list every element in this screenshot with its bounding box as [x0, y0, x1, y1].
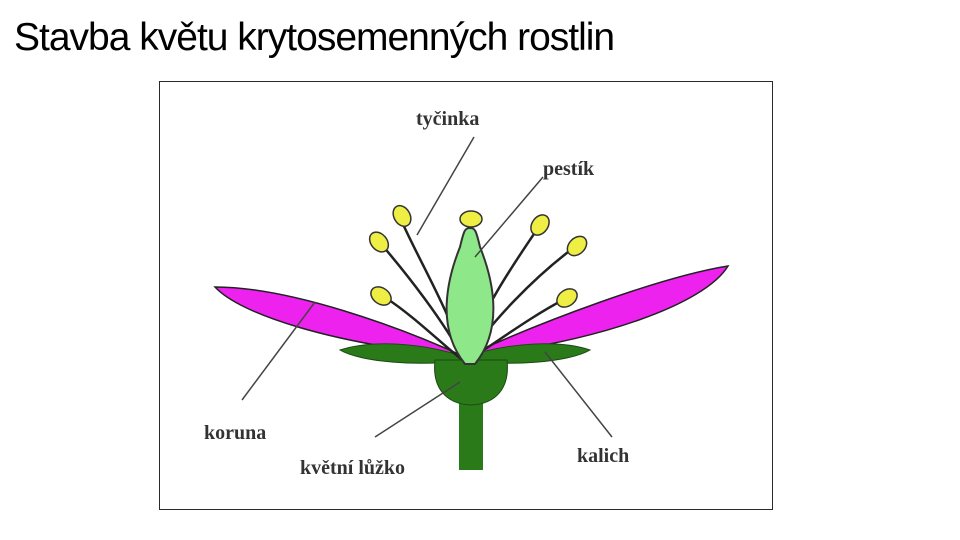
label-calyx: kalich: [577, 445, 629, 467]
leader-stamen: [416, 136, 475, 236]
anthers: [368, 204, 588, 308]
anther-5: [566, 235, 588, 257]
flower-stem: [459, 400, 483, 470]
leader-calyx: [544, 351, 613, 438]
pistil-stigma: [459, 210, 483, 228]
petal-left: [213, 286, 466, 358]
label-corolla: koruna: [204, 422, 266, 444]
sepal-left: [338, 343, 466, 364]
slide-title: Stavba květu krytosemenných rostlin: [14, 16, 615, 59]
receptacle: [434, 359, 508, 406]
anther-1: [392, 204, 412, 228]
label-stamen: tyčinka: [416, 108, 479, 130]
flower-diagram-svg: tyčinka pestík koruna květní lůžko kalic…: [204, 108, 730, 479]
leader-lines: [241, 136, 613, 438]
flower-diagram: tyčinka pestík koruna květní lůžko kalic…: [159, 81, 773, 510]
label-receptacle: květní lůžko: [300, 457, 405, 479]
leader-corolla: [241, 301, 316, 401]
anther-4: [530, 214, 550, 236]
leader-pistil: [474, 176, 544, 258]
label-pistil: pestík: [543, 158, 595, 180]
filament-3: [384, 296, 467, 364]
petal-right: [464, 264, 730, 358]
anther-2: [368, 231, 390, 253]
pistil: [445, 226, 495, 365]
anther-6: [556, 288, 578, 308]
leader-receptacle: [374, 381, 461, 438]
anther-3: [370, 286, 392, 306]
